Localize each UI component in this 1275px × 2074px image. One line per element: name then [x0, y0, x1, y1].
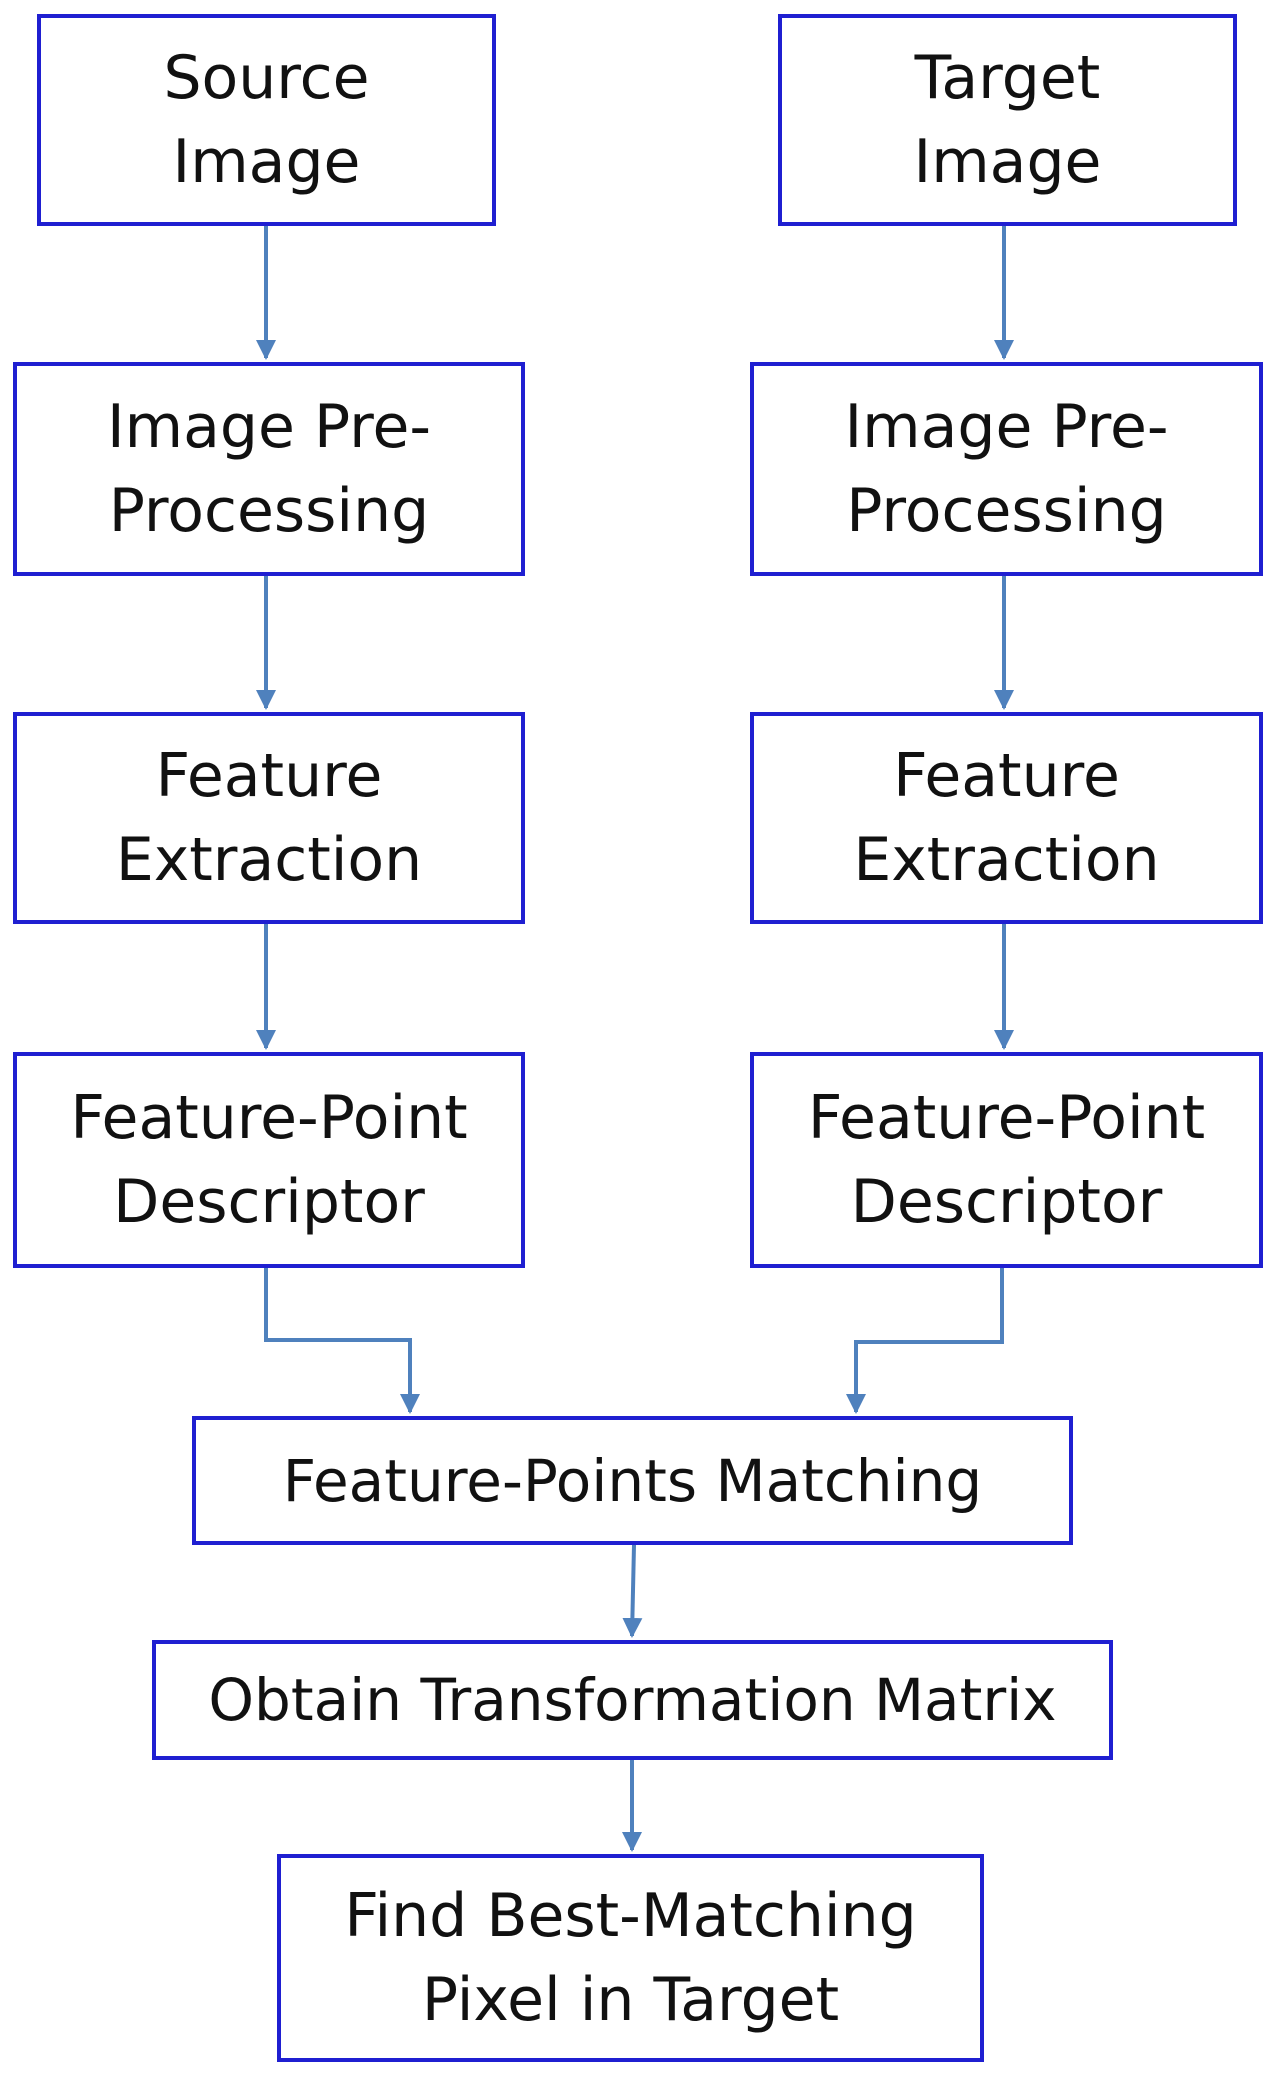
- left-feature-extraction-box: Feature Extraction: [13, 712, 525, 924]
- arrow-right-descriptor-to-matching: [846, 1268, 1004, 1414]
- source-image-box: Source Image: [37, 14, 496, 226]
- left-descriptor-box: Feature-Point Descriptor: [13, 1052, 525, 1268]
- arrow-left-descriptor-to-matching: [264, 1268, 420, 1414]
- feature-points-matching-box: Feature-Points Matching: [192, 1416, 1073, 1545]
- transformation-matrix-box: Obtain Transformation Matrix: [152, 1640, 1113, 1760]
- right-preprocessing-box: Image Pre- Processing: [750, 362, 1263, 576]
- target-image-box: Target Image: [778, 14, 1237, 226]
- right-feature-extraction-box: Feature Extraction: [750, 712, 1263, 924]
- best-matching-pixel-box: Find Best-Matching Pixel in Target: [277, 1854, 984, 2062]
- left-preprocessing-box: Image Pre- Processing: [13, 362, 525, 576]
- arrow-matching-to-transformation: [622, 1544, 643, 1638]
- right-descriptor-box: Feature-Point Descriptor: [750, 1052, 1263, 1268]
